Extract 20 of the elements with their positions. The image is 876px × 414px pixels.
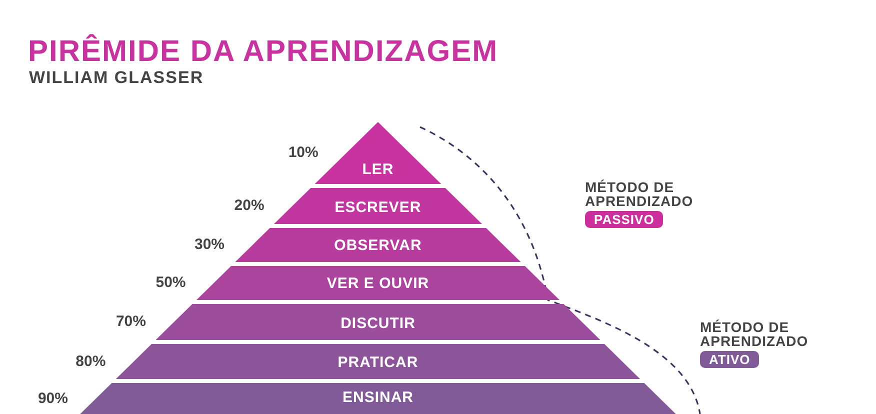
- percentage-label: 30%: [194, 236, 225, 253]
- subtitle: WILLIAM GLASSER: [29, 68, 204, 88]
- percentage-label: 80%: [74, 352, 106, 370]
- level-label: ENSINAR: [342, 389, 414, 406]
- method-badge: PASSIVO: [585, 211, 664, 228]
- method-heading: MÉTODO DE APRENDIZADO: [585, 180, 694, 208]
- method-heading: MÉTODO DE APRENDIZADO: [700, 320, 810, 348]
- level-label: PRATICAR: [338, 354, 418, 371]
- title: PIRÊMIDE DA APRENDIZAGEM: [28, 36, 498, 68]
- percentage-label: 20%: [233, 197, 264, 214]
- level-label: VER E OUVIR: [326, 275, 430, 292]
- percentage-label: 50%: [154, 274, 186, 291]
- percentage-label: 10%: [287, 144, 318, 161]
- percentage-label: 90%: [36, 390, 68, 406]
- method-badge: ATIVO: [700, 351, 760, 368]
- percentage-label: 70%: [114, 313, 146, 330]
- level-label: DISCUTIR: [340, 315, 416, 332]
- level-label: OBSERVAR: [334, 237, 422, 254]
- level-label: ESCREVER: [334, 199, 422, 216]
- level-label: LER: [362, 161, 394, 178]
